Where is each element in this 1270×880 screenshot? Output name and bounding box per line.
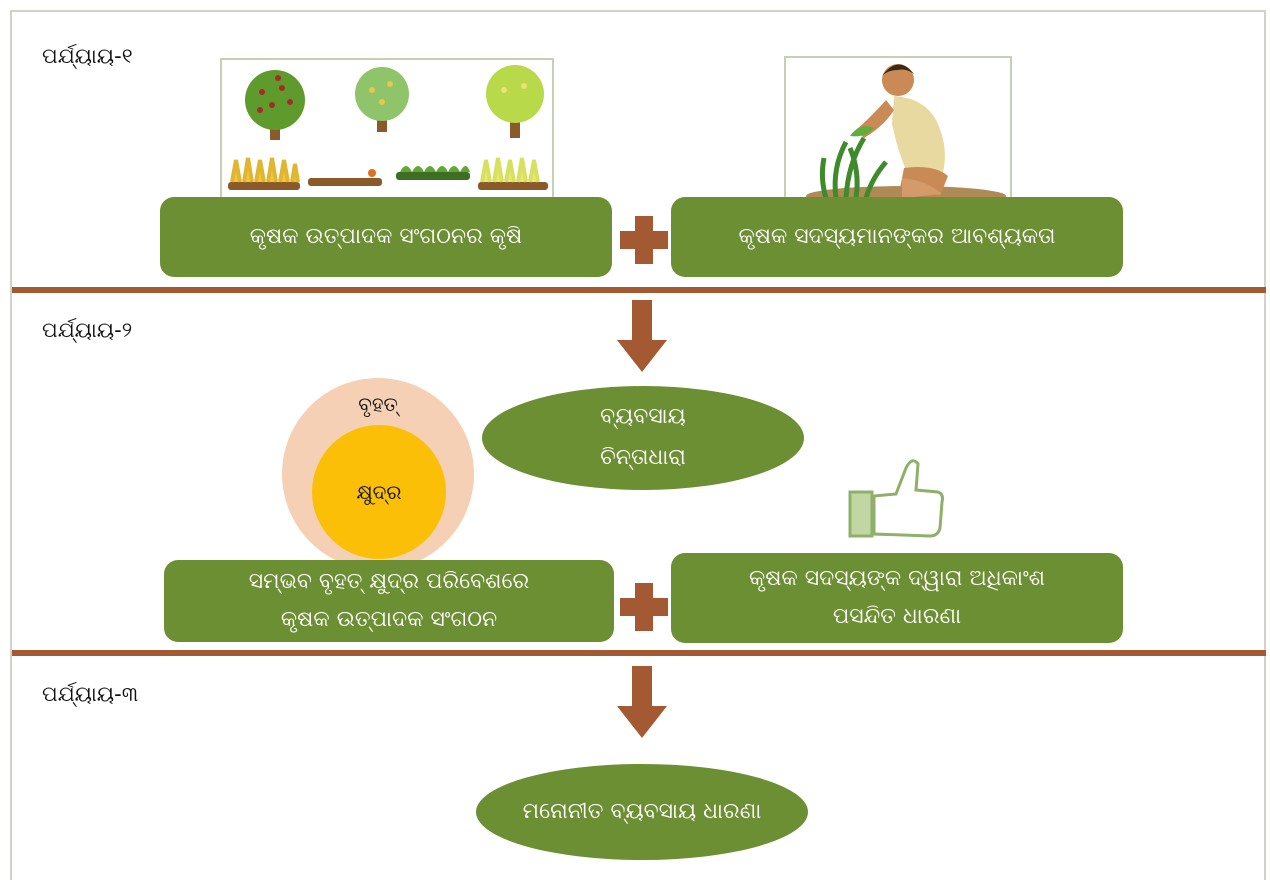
stage-2-right-box: କୃଷକ ସଦସ୍ୟଙ୍କ ଦ୍ୱାରା ଅଧିକାଂଶ ପସନ୍ଦିତ ଧାର… xyxy=(671,553,1123,643)
small-scale-circle: କ୍ଷୁଦ୍ର xyxy=(312,425,446,559)
large-scale-label: ବୃହତ୍ xyxy=(358,392,398,416)
farmer-illustration xyxy=(784,56,1012,202)
stage-2-left-line-2: କୃଷକ ଉତ୍ପାଦକ ସଂଗଠନ xyxy=(280,607,498,632)
stage-2-left-box: ସମ୍ଭବ ବୃହତ୍ କ୍ଷୁଦ୍ର ପରିବେଶରେ କୃଷକ ଉତ୍ପାଦ… xyxy=(164,560,614,642)
stage-1-right-box: କୃଷକ ସଦସ୍ୟମାନଙ୍କର ଆବଶ୍ୟକତା xyxy=(671,197,1123,277)
trees-crops-illustration xyxy=(220,58,554,200)
stage-1-left-text: କୃଷକ ଉତ୍ପାଦକ ସଂଗଠନର କୃଷି xyxy=(249,223,523,249)
stage-3-label: ପର୍ଯ୍ୟାୟ-୩ xyxy=(42,682,139,706)
stage-1-right-text: କୃଷକ ସଦସ୍ୟମାନଙ୍କର ଆବଶ୍ୟକତା xyxy=(738,223,1056,249)
small-scale-label: କ୍ଷୁଦ୍ର xyxy=(356,480,402,504)
stage-2-right-line-1: କୃଷକ ସଦସ୍ୟଙ୍କ ଦ୍ୱାରା ଅଧିକାଂଶ xyxy=(749,565,1045,591)
selected-idea-text: ମନୋନୀତ ବ୍ୟବସାୟ ଧାରଣା xyxy=(522,798,762,824)
plus-icon xyxy=(620,216,668,264)
stage-2-label: ପର୍ଯ୍ୟାୟ-୨ xyxy=(42,318,133,342)
ellipse-line-2: ଚିନ୍ତାଧାରା xyxy=(600,445,686,470)
stage-divider-1 xyxy=(12,287,1266,293)
ellipse-line-1: ବ୍ୟବସାୟ xyxy=(600,404,686,430)
selected-business-idea-ellipse: ମନୋନୀତ ବ୍ୟବସାୟ ଧାରଣା xyxy=(476,764,808,860)
stage-divider-2 xyxy=(12,650,1266,656)
down-arrow-icon xyxy=(617,666,667,738)
business-thinking-ellipse: ବ୍ୟବସାୟ ଚିନ୍ତାଧାରା xyxy=(482,386,804,490)
stage-1-label: ପର୍ଯ୍ୟାୟ-୧ xyxy=(42,44,133,68)
down-arrow-icon xyxy=(617,300,667,372)
diagram-frame xyxy=(10,10,1266,880)
stage-1-left-box: କୃଷକ ଉତ୍ପାଦକ ସଂଗଠନର କୃଷି xyxy=(160,197,612,277)
plus-icon xyxy=(620,583,668,631)
thumbs-up-icon xyxy=(848,459,944,538)
stage-2-right-line-2: ପସନ୍ଦିତ ଧାରଣା xyxy=(832,604,962,629)
stage-2-left-line-1: ସମ୍ଭବ ବୃହତ୍ କ୍ଷୁଦ୍ର ପରିବେଶରେ xyxy=(248,568,530,594)
